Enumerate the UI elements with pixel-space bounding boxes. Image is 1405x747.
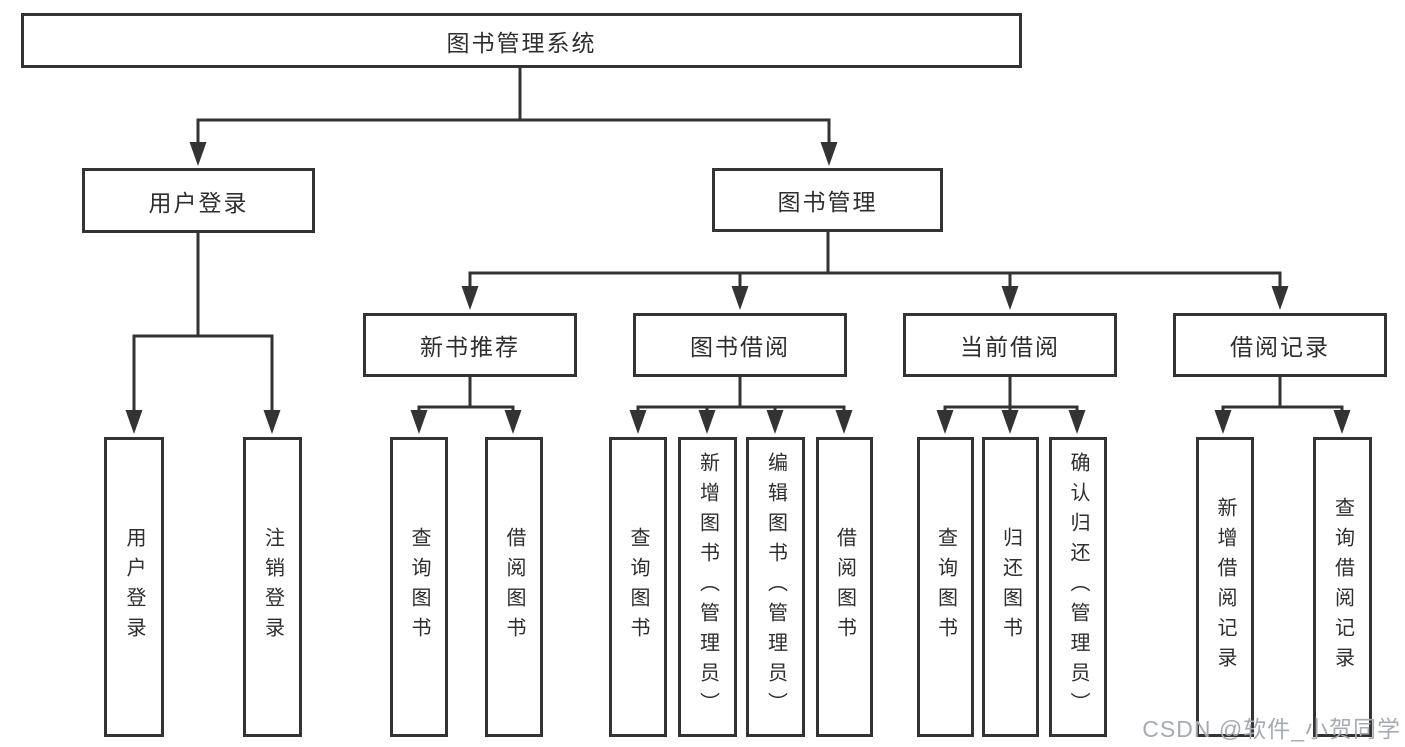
node-label: 新增图书（管理员） — [696, 452, 719, 722]
node-label: 借阅记录 — [1230, 334, 1330, 360]
node-borrowing-records: 借阅记录 — [1173, 313, 1387, 377]
node-leaf-logout: 注销登录 — [243, 437, 302, 737]
connector-user-login-branch — [132, 232, 274, 418]
node-label: 用户登录 — [148, 189, 249, 216]
connector-new-book-rec-branch — [417, 377, 515, 418]
watermark: CSDN @软件_小贺同学 — [1142, 716, 1401, 742]
node-leaf-query-books-2: 查询图书 — [609, 437, 667, 737]
node-label: 用户登录 — [123, 527, 145, 647]
node-label: 注销登录 — [261, 527, 284, 647]
node-leaf-return-books: 归还图书 — [982, 437, 1039, 737]
node-leaf-add-books-admin: 新增图书（管理员） — [678, 437, 737, 737]
arrowhead-icons — [125, 142, 1351, 434]
node-label: 图书管理系统 — [446, 29, 597, 56]
node-new-book-recommendation: 新书推荐 — [363, 313, 577, 377]
node-label: 归还图书 — [999, 527, 1022, 647]
node-book-borrowing: 图书借阅 — [633, 313, 847, 377]
node-label: 借阅图书 — [503, 527, 525, 647]
node-label: 确认归还（管理员） — [1067, 452, 1089, 722]
connector-book-borrow-branch — [636, 377, 846, 418]
node-label: 图书借阅 — [690, 334, 790, 360]
node-leaf-confirm-return-admin: 确认归还（管理员） — [1049, 437, 1107, 737]
node-leaf-borrow-books-2: 借阅图书 — [816, 437, 873, 737]
node-label: 新书推荐 — [420, 334, 520, 360]
connector-borrow-records-branch — [1221, 377, 1344, 418]
node-user-login: 用户登录 — [82, 168, 315, 233]
node-leaf-user-login: 用户登录 — [104, 437, 164, 737]
node-library-management-system: 图书管理系统 — [21, 13, 1022, 68]
node-current-borrowing: 当前借阅 — [903, 313, 1117, 377]
node-book-management: 图书管理 — [712, 168, 943, 232]
connector-book-management-branch — [468, 232, 1282, 294]
node-label: 查询图书 — [408, 527, 430, 647]
node-label: 借阅图书 — [833, 527, 856, 647]
node-label: 编辑图书（管理员） — [764, 452, 787, 722]
node-leaf-query-books-3: 查询图书 — [917, 437, 974, 737]
node-leaf-query-books-1: 查询图书 — [390, 437, 448, 737]
node-label: 查询图书 — [934, 527, 957, 647]
node-leaf-query-borrow-record: 查询借阅记录 — [1313, 437, 1372, 737]
node-label: 查询借阅记录 — [1331, 497, 1354, 677]
node-leaf-borrow-books-1: 借阅图书 — [485, 437, 543, 737]
node-leaf-add-borrow-record: 新增借阅记录 — [1196, 437, 1254, 737]
node-label: 图书管理 — [777, 189, 878, 215]
node-label: 新增借阅记录 — [1214, 497, 1236, 677]
node-leaf-edit-books-admin: 编辑图书（管理员） — [746, 437, 805, 737]
node-label: 查询图书 — [627, 527, 649, 647]
node-label: 当前借阅 — [960, 334, 1060, 360]
connector-root-to-level2 — [196, 68, 831, 152]
